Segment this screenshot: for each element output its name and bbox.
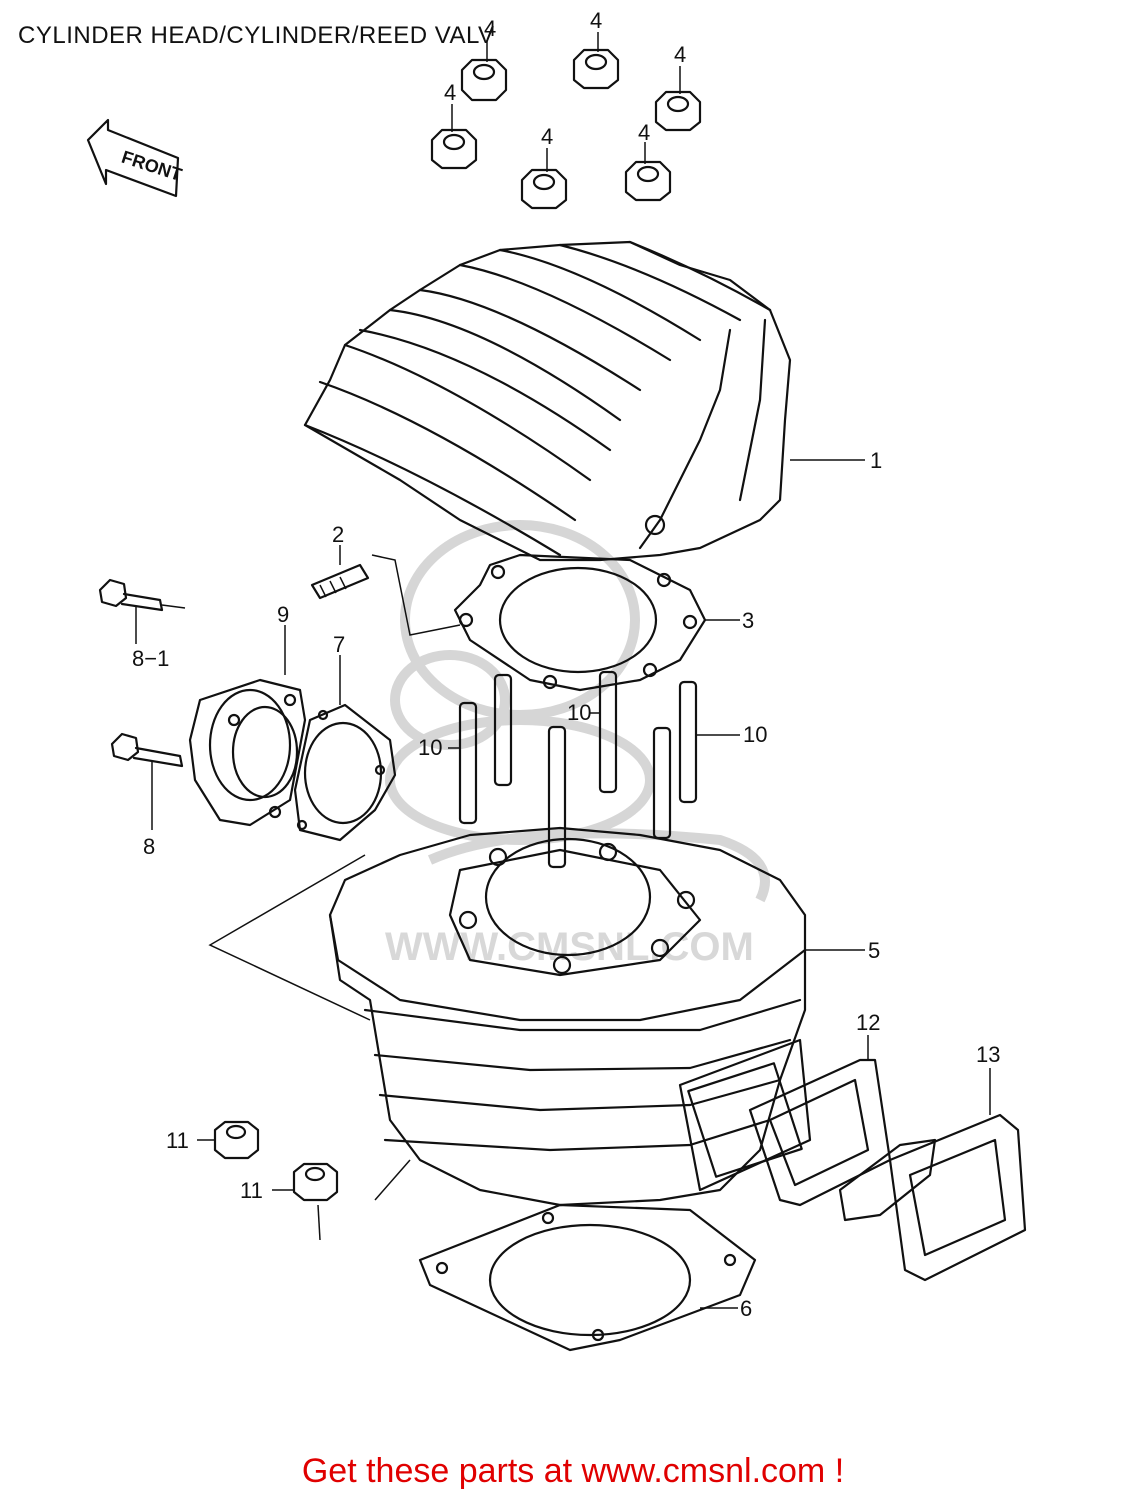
reed-valve-13 [838, 1068, 1027, 1282]
head-gasket-3 [453, 553, 740, 692]
front-arrow: FRONT [86, 118, 184, 198]
callout-10b: 10 [567, 700, 591, 725]
nut-11a [197, 1120, 260, 1160]
nut-4b [572, 32, 620, 90]
carb-holder-9 [188, 625, 307, 827]
callout-4f: 4 [638, 120, 650, 145]
bolt-8-1 [98, 578, 186, 644]
nut-4c [654, 66, 702, 132]
gasket-7 [293, 655, 397, 842]
nut-4f [624, 142, 672, 202]
callout-4a: 4 [484, 16, 496, 41]
base-gasket-6 [418, 1203, 757, 1352]
footer-promo-text: Get these parts at www.cmsnl.com ! [301, 1452, 845, 1490]
bolt-8 [110, 732, 184, 830]
callout-8: 8 [143, 834, 155, 859]
cylinder-head [303, 240, 865, 562]
diagram-title: CYLINDER HEAD/CYLINDER/REED VALV [18, 22, 495, 49]
stud-2 [310, 545, 461, 636]
callout-13: 13 [976, 1042, 1000, 1067]
callout-12: 12 [856, 1010, 880, 1035]
callout-10c: 10 [743, 722, 767, 747]
callout-6: 6 [740, 1296, 752, 1321]
callout-7: 7 [333, 632, 345, 657]
nut-4a [460, 40, 508, 102]
nut-4d [430, 104, 478, 170]
cylinder-5 [208, 826, 865, 1207]
callout-9: 9 [277, 602, 289, 627]
callout-11b: 11 [240, 1178, 263, 1203]
callout-4c: 4 [674, 42, 686, 67]
callout-3: 3 [742, 608, 754, 633]
nut-4e [520, 148, 568, 210]
nut-11b [272, 1162, 339, 1241]
callout-11a: 11 [166, 1128, 189, 1153]
cylinder-studs-10 [448, 670, 740, 869]
callout-2: 2 [332, 522, 344, 547]
callout-5: 5 [868, 938, 880, 963]
reed-gasket-12 [748, 1035, 892, 1207]
callout-4e: 4 [541, 124, 553, 149]
callout-8-1: 8−1 [132, 646, 169, 671]
callout-10a: 10 [418, 735, 442, 760]
callout-4b: 4 [590, 8, 602, 33]
callout-1: 1 [870, 448, 882, 473]
callout-4d: 4 [444, 80, 456, 105]
callout-labels: 4 4 4 4 4 4 1 2 3 8−1 9 7 10 10 10 8 5 1… [132, 8, 1000, 1321]
